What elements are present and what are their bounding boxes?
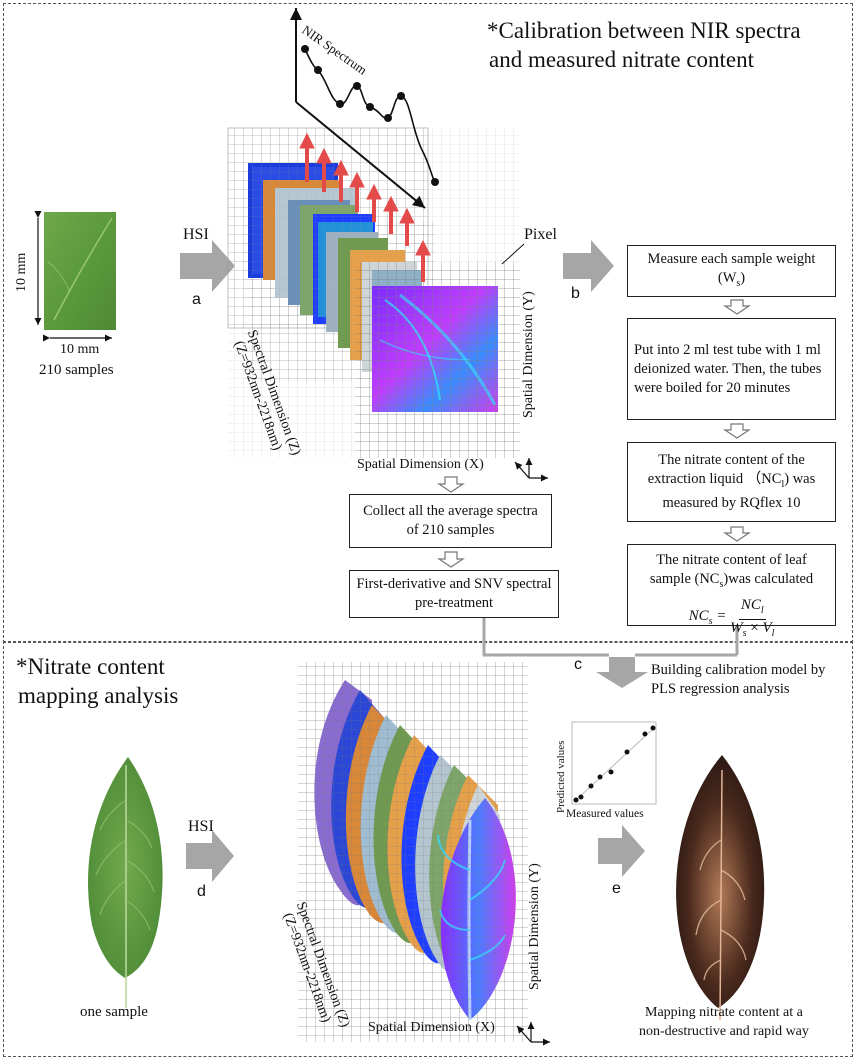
spectrum-extraction-arrows — [299, 132, 431, 282]
hyperspectral-stack-bottom — [298, 662, 528, 1042]
spatial-dimension-x-label-top: Spatial Dimension (X) — [357, 457, 484, 472]
nir-spectrum-plot — [290, 8, 439, 209]
predicted-values-label: Predicted values — [555, 740, 567, 813]
test-tube-box: Put into 2 ml test tube with 1 ml deioni… — [627, 318, 836, 420]
hsi-arrow-d — [186, 830, 234, 882]
step-c-label: c — [574, 656, 582, 673]
sample-width-label: 10 mm — [60, 342, 100, 357]
hyperspectral-cube-top — [227, 127, 520, 458]
calibration-model-label: Building calibration model by PLS regres… — [651, 662, 826, 697]
measure-weight-box: Measure each sample weight (Ws) — [627, 245, 836, 297]
sample-height-label: 10 mm — [14, 252, 29, 292]
green-leaf-sample — [88, 757, 163, 1008]
connector-to-calibration — [482, 618, 609, 657]
mapping-panel — [3, 641, 853, 1057]
arrow-c — [596, 657, 648, 688]
measured-values-label: Measured values — [566, 808, 644, 820]
calibration-panel — [3, 3, 853, 643]
nitrate-liquid-box: The nitrate content of the extraction li… — [627, 442, 836, 522]
hsi-arrow-a — [180, 240, 235, 292]
one-sample-label: one sample — [80, 1004, 148, 1020]
spatial-dimension-y-label-top: Spatial Dimension (Y) — [521, 291, 536, 418]
spatial-dimension-x-label-bottom: Spatial Dimension (X) — [368, 1020, 495, 1035]
sample-count-label: 210 samples — [39, 362, 114, 378]
spatial-dimension-y-label-bottom: Spatial Dimension (Y) — [527, 863, 542, 990]
calibration-title: *Calibration between NIR spectra and mea… — [487, 18, 801, 72]
nitrate-leaf-box: The nitrate content of leaf sample (NCs)… — [627, 544, 836, 639]
flow-arrows — [437, 299, 751, 568]
hsi-label-bottom: HSI — [188, 818, 214, 835]
calibration-scatter-plot — [571, 721, 657, 805]
nitrate-map-leaf — [676, 755, 765, 1021]
pixel-label: Pixel — [524, 226, 557, 243]
arrow-e — [598, 825, 645, 877]
pixel-pointer — [501, 243, 525, 265]
step-b-label: b — [571, 285, 580, 302]
nitrate-formula: NCs = NCl Ws × Vl — [688, 596, 775, 639]
step-e-label: e — [612, 880, 621, 897]
mapping-title: *Nitrate content mapping analysis — [16, 654, 179, 708]
collect-spectra-box: Collect all the average spectra of 210 s… — [349, 494, 552, 548]
pretreatment-box: First-derivative and SNV spectral pre-tr… — [349, 570, 559, 618]
arrow-b — [563, 240, 614, 292]
mapping-result-label: Mapping nitrate content at a non-destruc… — [639, 1005, 809, 1039]
hsi-label-top: HSI — [183, 226, 209, 243]
step-a-label: a — [192, 291, 201, 308]
leaf-sample-square — [44, 212, 116, 330]
bottom-axis-indicator — [516, 1022, 550, 1046]
step-d-label: d — [197, 883, 206, 900]
top-axis-indicator — [514, 458, 548, 482]
